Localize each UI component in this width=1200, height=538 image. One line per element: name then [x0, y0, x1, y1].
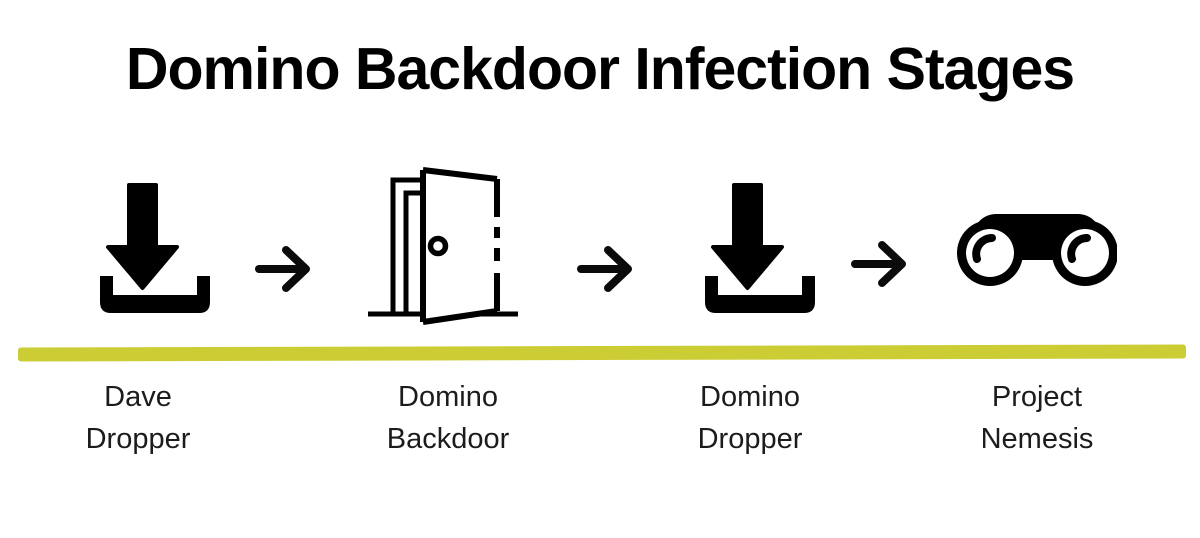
stage-label-line: Nemesis — [980, 423, 1094, 455]
stage-label-line: Backdoor — [386, 423, 510, 455]
stage-label-line: Domino — [398, 381, 498, 413]
stage-label-line: Dave — [104, 381, 172, 413]
stage-label-project-nemesis: Project Nemesis — [981, 376, 1094, 460]
right-arrow-icon — [255, 245, 313, 298]
binoculars-icon — [957, 212, 1118, 295]
stage-label-dave-dropper: Dave Dropper — [86, 376, 191, 460]
diagram-title: Domino Backdoor Infection Stages — [125, 36, 1075, 102]
stage-label-domino-backdoor: Domino Backdoor — [387, 376, 510, 460]
download-tray-icon — [687, 183, 817, 318]
right-arrow-icon — [577, 245, 635, 298]
stage-label-domino-dropper: Domino Dropper — [698, 376, 803, 460]
download-tray-icon — [82, 183, 212, 318]
divider-line — [17, 344, 1187, 362]
right-arrow-icon — [851, 240, 909, 293]
open-door-icon — [368, 162, 520, 331]
stage-label-line: Dropper — [697, 423, 803, 455]
stage-label-line: Domino — [700, 381, 800, 413]
stage-label-line: Dropper — [85, 423, 191, 455]
stage-label-line: Project — [991, 381, 1083, 413]
